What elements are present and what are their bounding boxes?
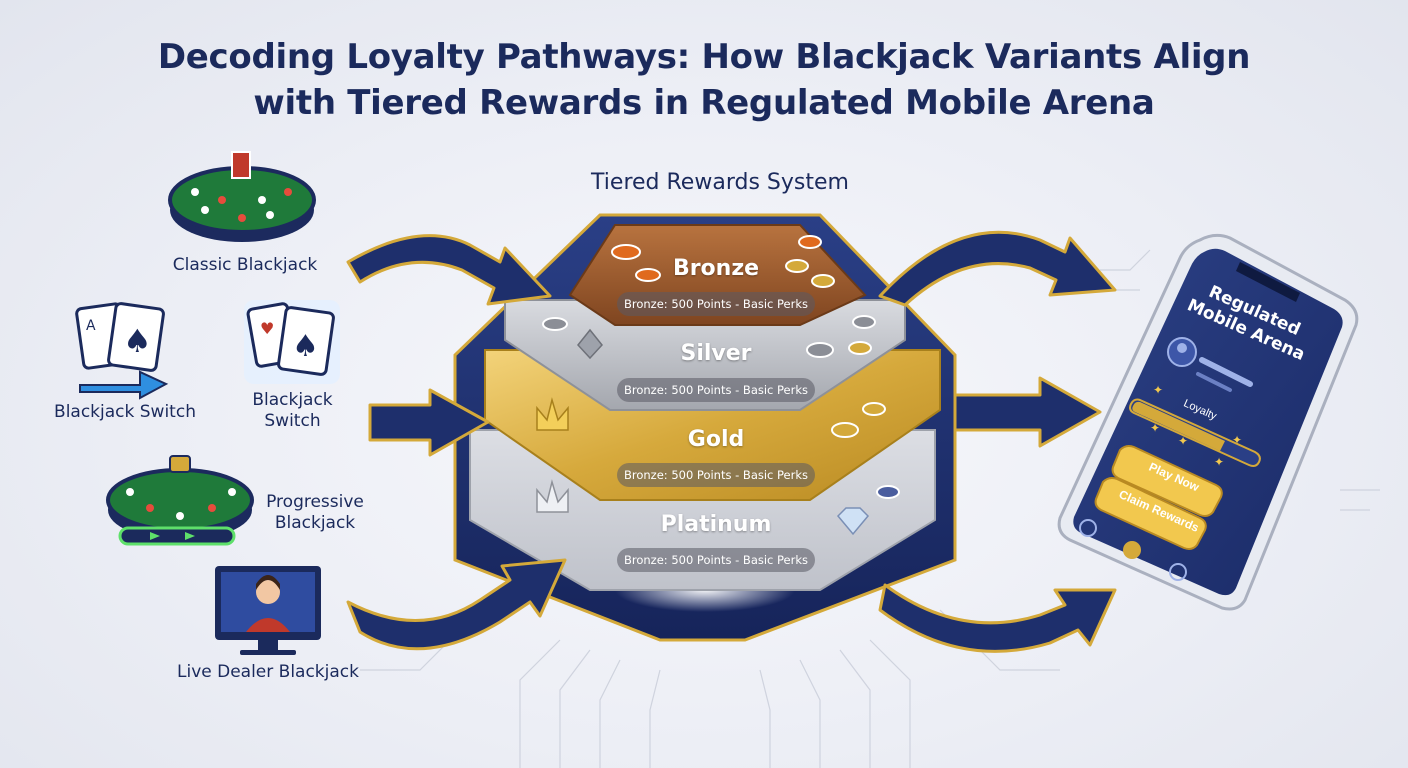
tiered-rewards-label: Tiered Rewards System bbox=[591, 170, 849, 195]
tier-detail-gold: Bronze: 500 Points - Basic Perks bbox=[617, 463, 815, 487]
tier-name-bronze: Bronze bbox=[672, 256, 760, 281]
title-line-1: Decoding Loyalty Pathways: How Blackjack… bbox=[157, 37, 1251, 77]
svg-text:♠: ♠ bbox=[123, 322, 152, 360]
gold-crown-icon bbox=[536, 397, 569, 431]
tier-detail-silver: Bronze: 500 Points - Basic Perks bbox=[617, 378, 815, 402]
arrow-out-top bbox=[878, 230, 1117, 307]
svg-text:✦: ✦ bbox=[1150, 421, 1160, 435]
svg-text:✦: ✦ bbox=[1214, 455, 1224, 469]
arrow-out-mid bbox=[953, 376, 1102, 448]
variant-label-switch-2: Blackjack Switch bbox=[252, 390, 333, 431]
flow-arrows bbox=[346, 230, 1117, 653]
arrow-switch bbox=[368, 388, 490, 457]
mobile-phone: ✦ ✦ ✦ ✦ ✦ bbox=[1057, 233, 1359, 611]
tier-detail-bronze: Bronze: 500 Points - Basic Perks bbox=[617, 292, 815, 316]
loyalty-progress-fill bbox=[1132, 401, 1225, 451]
tier-name-silver: Silver bbox=[680, 341, 752, 366]
blackjack-table-icon bbox=[168, 151, 316, 242]
live-dealer-monitor-icon bbox=[215, 566, 321, 655]
svg-text:A: A bbox=[86, 318, 96, 334]
svg-text:✦: ✦ bbox=[1232, 433, 1242, 447]
arrow-classic bbox=[346, 234, 552, 306]
tier-pyramid bbox=[453, 213, 957, 642]
tier-detail-platinum: Bronze: 500 Points - Basic Perks bbox=[617, 548, 815, 572]
variant-label-classic: Classic Blackjack bbox=[172, 255, 318, 275]
arrow-out-bottom bbox=[878, 583, 1117, 653]
variant-label-switch-1: Blackjack Switch bbox=[54, 402, 196, 422]
progressive-table-icon bbox=[106, 455, 254, 546]
svg-text:✦: ✦ bbox=[1153, 383, 1163, 397]
silver-crown-icon bbox=[536, 479, 569, 513]
playing-cards-arrow-icon: ♠ A bbox=[75, 302, 169, 400]
claim-rewards-button-shape[interactable] bbox=[1094, 477, 1207, 550]
diamond-icon bbox=[836, 507, 870, 536]
arrow-live bbox=[346, 558, 567, 651]
page-title: Decoding Loyalty Pathways: How Blackjack… bbox=[0, 34, 1408, 126]
svg-text:♠: ♠ bbox=[292, 329, 319, 364]
play-now-button-shape[interactable] bbox=[1111, 445, 1223, 517]
svg-text:✦: ✦ bbox=[1178, 434, 1188, 448]
title-line-2: with Tiered Rewards in Regulated Mobile … bbox=[253, 83, 1155, 123]
variant-label-progressive: Progressive Blackjack bbox=[266, 492, 364, 533]
svg-text:♥: ♥ bbox=[260, 319, 274, 338]
casino-chips bbox=[542, 235, 900, 499]
tier-name-gold: Gold bbox=[687, 427, 745, 452]
glowing-cards-icon: ♥ ♠ bbox=[244, 300, 340, 384]
variant-label-live-dealer: Live Dealer Blackjack bbox=[177, 662, 359, 682]
tier-name-platinum: Platinum bbox=[660, 512, 772, 537]
